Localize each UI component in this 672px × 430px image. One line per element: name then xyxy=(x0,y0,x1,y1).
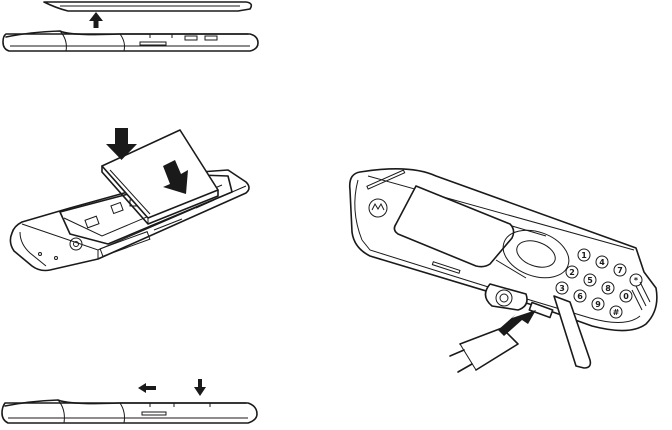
svg-text:2: 2 xyxy=(569,268,575,277)
svg-text:8: 8 xyxy=(605,284,611,293)
battery-insertion-figure xyxy=(0,120,262,285)
arrow-up-icon xyxy=(89,12,103,28)
svg-text:0: 0 xyxy=(623,292,629,301)
arrow-down-icon xyxy=(194,379,206,396)
charger-plug-arrow xyxy=(498,310,536,336)
svg-text:6: 6 xyxy=(577,292,583,301)
charger-cable xyxy=(450,328,518,372)
phone-side-profile xyxy=(3,31,258,51)
cover-removal-figure xyxy=(0,0,262,68)
svg-text:7: 7 xyxy=(617,266,623,275)
svg-text:#: # xyxy=(613,308,620,317)
svg-text:4: 4 xyxy=(599,258,605,267)
cover-replace-figure xyxy=(0,375,262,430)
charging-figure: 1 2 3 4 5 6 7 8 9 * 0 # xyxy=(340,160,672,430)
svg-text:3: 3 xyxy=(559,284,565,293)
phone-side-profile xyxy=(2,400,257,423)
svg-text:1: 1 xyxy=(581,251,587,260)
svg-text:9: 9 xyxy=(595,300,601,309)
arrow-left-icon xyxy=(138,383,156,393)
svg-text:5: 5 xyxy=(587,276,593,285)
